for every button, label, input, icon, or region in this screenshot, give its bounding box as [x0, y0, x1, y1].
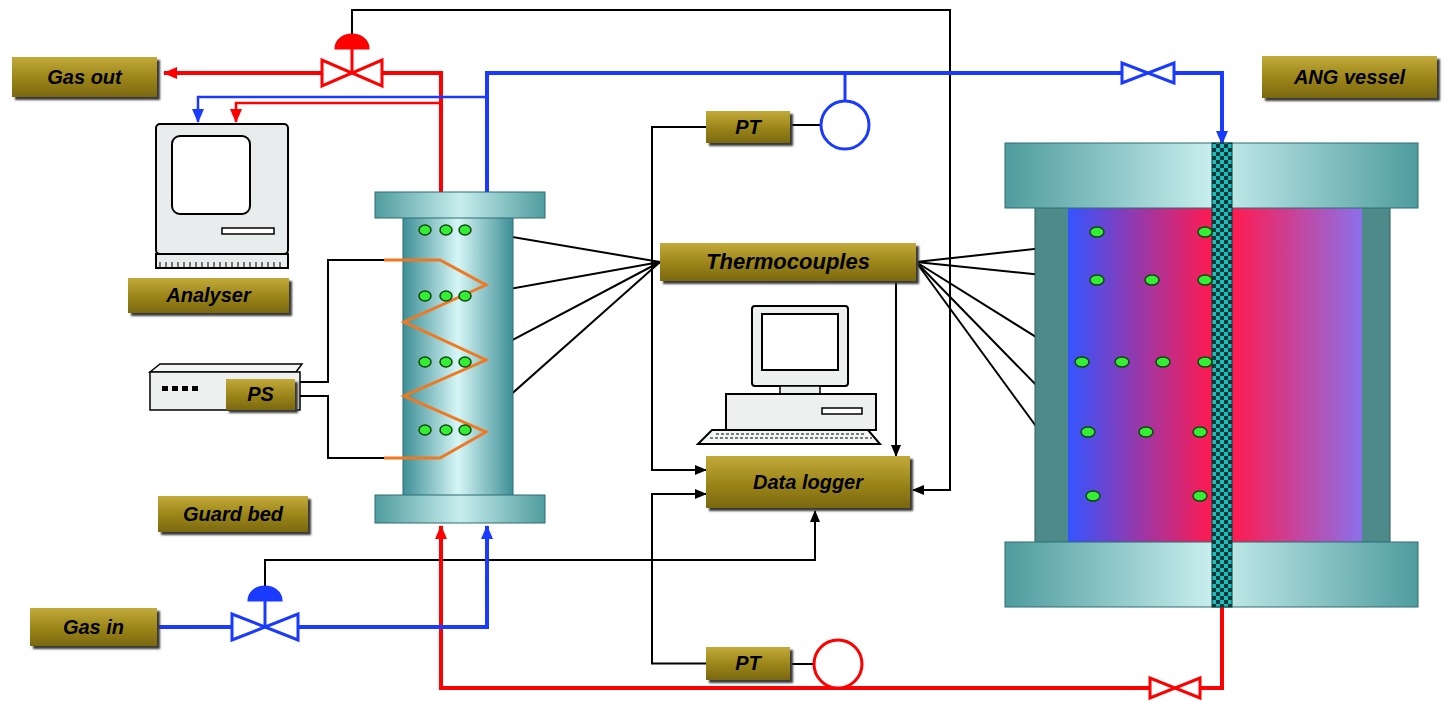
label-box: Data logger [706, 456, 910, 508]
signal-connector [895, 281, 897, 456]
label-text: Guard bed [183, 503, 283, 526]
label-box: PT [706, 111, 790, 143]
label-text: PS [247, 383, 274, 406]
label-text: PT [735, 116, 761, 139]
label-text: ANG vessel [1294, 66, 1405, 89]
label-box: PT [706, 647, 790, 680]
label-box: Guard bed [158, 496, 308, 532]
label-text: Gas out [47, 66, 121, 89]
label-box: ANG vessel [1262, 56, 1437, 98]
label-box: Thermocouples [660, 243, 916, 281]
signal-connector [652, 494, 706, 664]
label-text: Analyser [166, 284, 251, 307]
label-text: Thermocouples [706, 249, 870, 274]
label-text: Gas in [63, 616, 124, 639]
label-box: PS [226, 379, 295, 410]
signal-connector [652, 127, 706, 470]
label-text: PT [735, 652, 761, 675]
label-box: Gas in [30, 608, 157, 646]
label-box: Analyser [128, 278, 289, 313]
label-text: Data logger [753, 471, 863, 494]
label-box: Gas out [12, 57, 157, 97]
